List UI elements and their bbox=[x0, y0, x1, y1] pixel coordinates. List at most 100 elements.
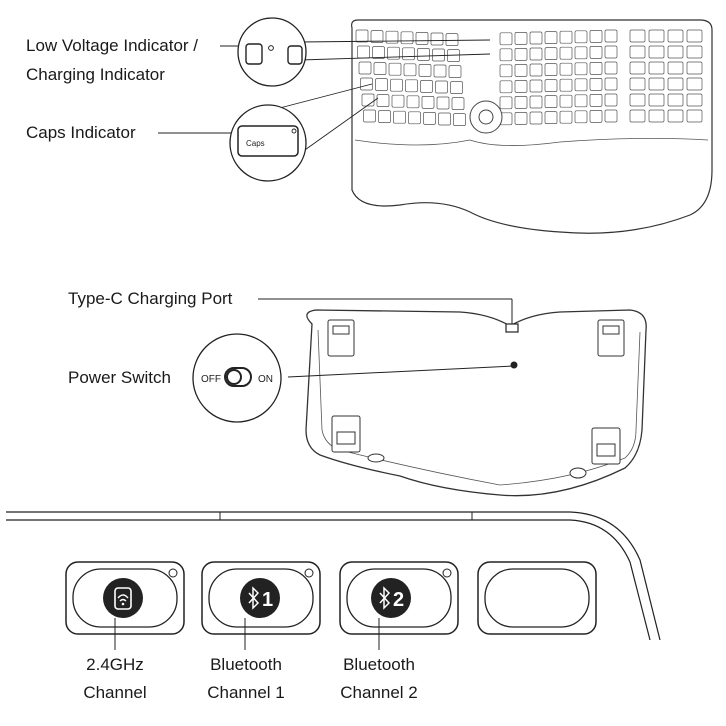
keyboard-key bbox=[574, 78, 588, 92]
keyboard-key bbox=[544, 63, 558, 76]
keyboard-key bbox=[370, 30, 384, 43]
keyboard-key bbox=[559, 94, 573, 108]
keyboard-key bbox=[648, 29, 665, 43]
switch-on-text: ON bbox=[258, 374, 273, 385]
keyboard-key bbox=[629, 93, 646, 107]
keyboard-key bbox=[514, 80, 528, 93]
keyboard-key bbox=[686, 77, 703, 91]
channel-bt2-line2: Channel 2 bbox=[340, 683, 418, 702]
keyboard-key bbox=[357, 45, 370, 59]
keyboard-key bbox=[445, 33, 459, 46]
bluetooth-icon bbox=[371, 578, 411, 618]
keyboard-key bbox=[604, 61, 618, 75]
keyboard-key bbox=[629, 45, 646, 59]
caps-indicator-label: Caps Indicator bbox=[26, 123, 136, 142]
keyboard-key bbox=[373, 62, 387, 75]
keyboard-key bbox=[559, 110, 573, 124]
keyboard-key bbox=[450, 81, 463, 94]
keyboard-key bbox=[418, 64, 432, 77]
keyboard-key bbox=[648, 45, 665, 59]
low-voltage-label: Low Voltage Indicator / bbox=[26, 36, 199, 55]
keyboard-key bbox=[604, 93, 618, 107]
caps-led-icon bbox=[291, 128, 297, 134]
keyboard-key bbox=[403, 63, 417, 77]
keyboard-key bbox=[544, 95, 558, 108]
keyboard-key bbox=[589, 78, 603, 91]
channel-key-2-4ghz bbox=[65, 561, 185, 635]
keyboard-key bbox=[559, 30, 573, 44]
keyboard-key bbox=[589, 46, 603, 59]
keyboard-key bbox=[402, 47, 415, 61]
keyboard-key bbox=[574, 110, 588, 124]
keyboard-key bbox=[415, 32, 429, 45]
keyboard-key bbox=[451, 97, 465, 110]
keyboard-key bbox=[559, 62, 573, 76]
keyboard-key bbox=[438, 112, 451, 126]
keyboard-key bbox=[589, 30, 603, 43]
keyboard-key bbox=[574, 30, 588, 44]
keyboard-key bbox=[360, 77, 373, 91]
keyboard-key bbox=[667, 45, 684, 59]
keyboard-key bbox=[363, 109, 376, 123]
keyboard-key bbox=[589, 110, 603, 123]
keyboard-key bbox=[448, 65, 462, 78]
keyboard-key bbox=[529, 111, 543, 125]
channel-bt1-line1: Bluetooth bbox=[210, 655, 282, 674]
keyboard-key bbox=[604, 109, 618, 123]
keyboard-key bbox=[420, 80, 433, 93]
underside-outline bbox=[305, 309, 647, 497]
keyboard-key bbox=[604, 77, 618, 91]
channel-2-4ghz-line2: Channel bbox=[83, 683, 147, 702]
keyboard-top-diagram: Caps bbox=[158, 17, 713, 234]
keyboard-key bbox=[589, 62, 603, 75]
keyboard-key bbox=[686, 109, 703, 123]
keyboard-key bbox=[529, 63, 543, 77]
indicator-led-icon bbox=[268, 45, 274, 51]
keyboard-key bbox=[376, 94, 390, 107]
keyboard-key bbox=[423, 112, 436, 125]
keyboard-key bbox=[433, 64, 447, 78]
keyboard-key bbox=[499, 32, 513, 46]
keyboard-key bbox=[372, 46, 385, 59]
keyboard-key bbox=[514, 32, 528, 45]
keyboard-key bbox=[514, 64, 528, 77]
keyboard-key bbox=[648, 109, 665, 123]
keyboard-key bbox=[574, 62, 588, 76]
keyboard-key bbox=[544, 79, 558, 92]
keyboard-key bbox=[629, 109, 646, 123]
keyboard-key bbox=[405, 79, 418, 93]
keyboard-key bbox=[529, 47, 543, 61]
keyboard-key bbox=[574, 94, 588, 108]
bluetooth-badge-1: 1 bbox=[262, 589, 273, 611]
keyboard-key bbox=[686, 93, 703, 107]
keyboard-key bbox=[453, 113, 466, 126]
blank-key bbox=[477, 561, 597, 635]
keyboard-key bbox=[499, 80, 513, 94]
keyboard-key bbox=[686, 61, 703, 75]
keyboard-key bbox=[514, 48, 528, 61]
keyboard-key bbox=[529, 79, 543, 93]
type-c-port-label: Type-C Charging Port bbox=[68, 289, 233, 308]
channel-key-bluetooth-1: 1 bbox=[201, 561, 321, 635]
keyboard-key bbox=[686, 29, 703, 43]
charging-indicator-label: Charging Indicator bbox=[26, 65, 165, 84]
keyboard-key bbox=[358, 61, 372, 75]
caps-indicator-callout: Caps bbox=[229, 104, 307, 182]
keyboard-key bbox=[559, 78, 573, 92]
channel-bt1-line2: Channel 1 bbox=[207, 683, 285, 702]
keyboard-key bbox=[574, 46, 588, 60]
keyboard-key bbox=[390, 78, 403, 92]
keyboard-key bbox=[408, 111, 421, 125]
keyboard-key bbox=[667, 109, 684, 123]
keyboard-key bbox=[544, 47, 558, 60]
channel-keys-diagram: 1 2 bbox=[6, 511, 661, 650]
keyboard-key bbox=[648, 61, 665, 75]
keyboard-key bbox=[385, 30, 399, 44]
keyboard-key bbox=[529, 31, 543, 45]
keyboard-key bbox=[514, 96, 528, 109]
keyboard-key bbox=[514, 112, 528, 125]
keyboard-key bbox=[421, 96, 435, 109]
keyboard-key bbox=[667, 29, 684, 43]
keyboard-key bbox=[686, 45, 703, 59]
keyboard-key bbox=[629, 77, 646, 91]
